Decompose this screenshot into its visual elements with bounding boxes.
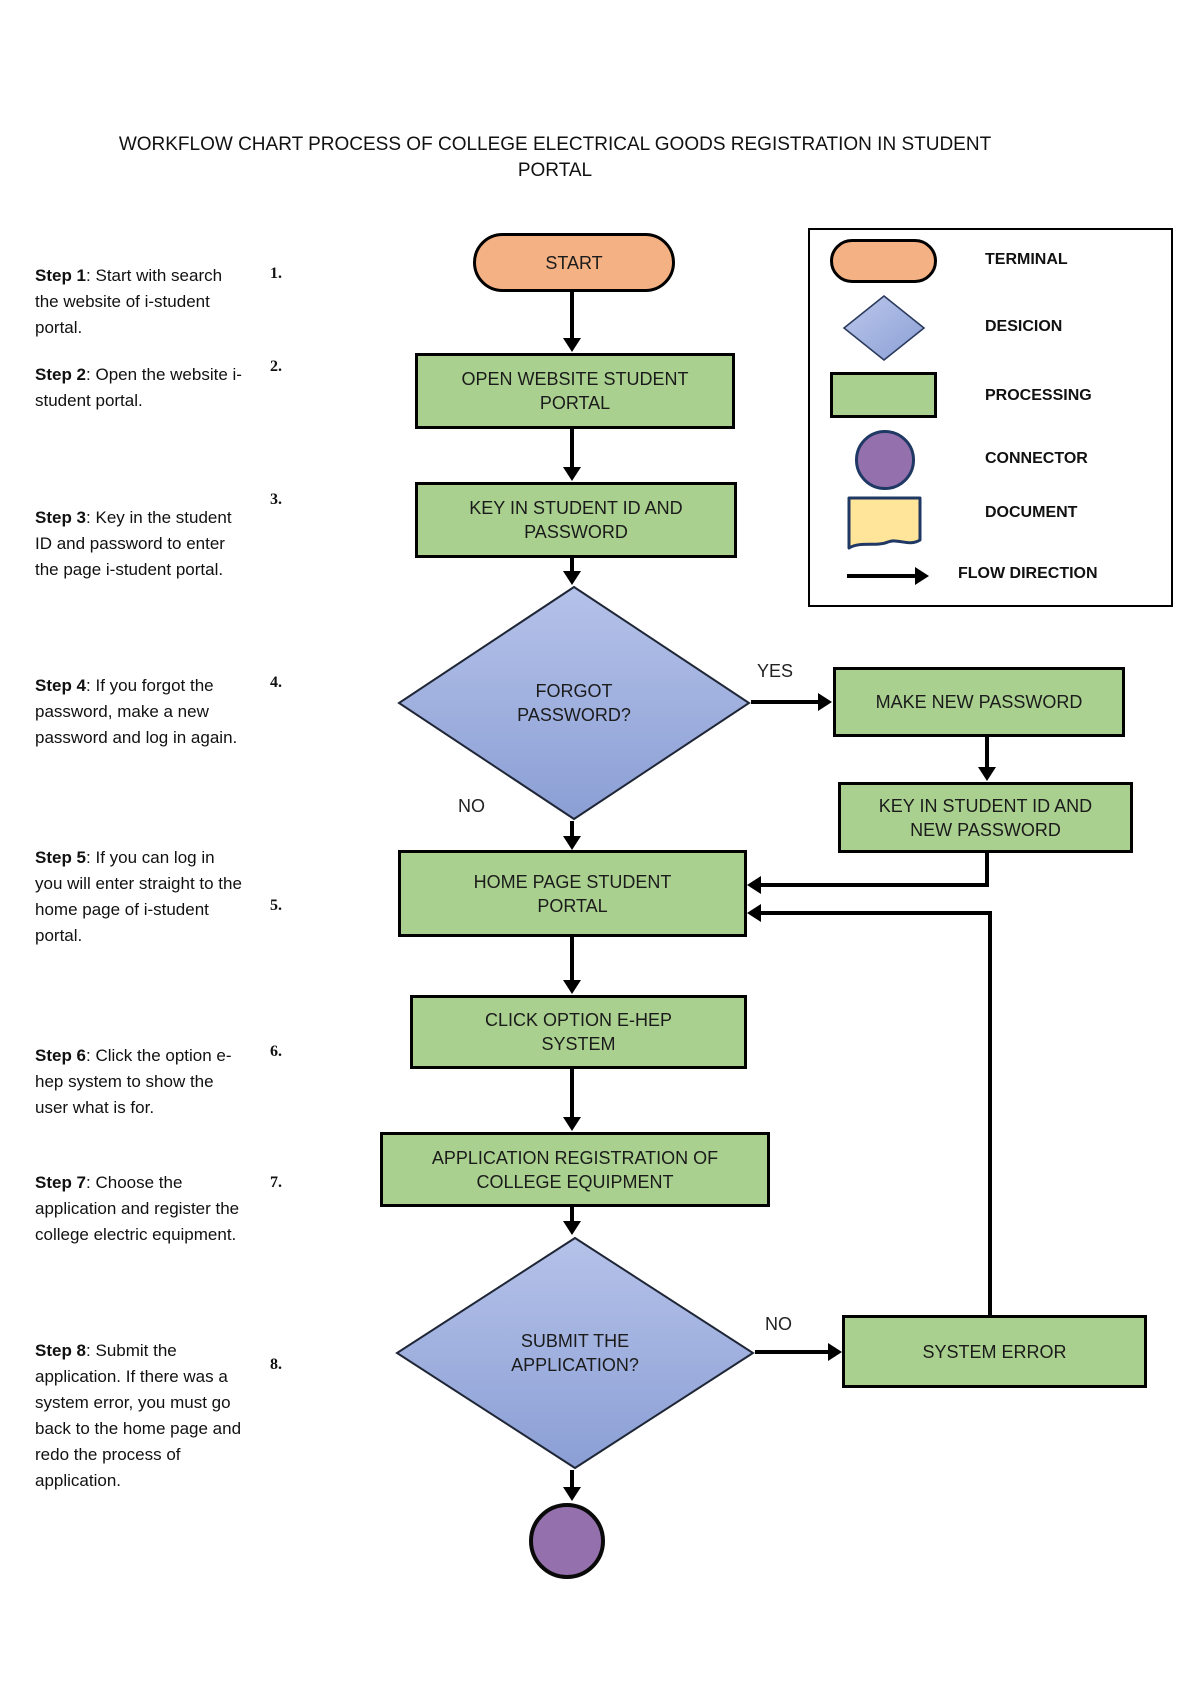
arrow-open-keyin <box>570 429 574 469</box>
process-make-new-password: MAKE NEW PASSWORD <box>833 667 1125 737</box>
arrow-syserror-elbow-v <box>988 911 992 1315</box>
arrow-make-keynew <box>985 737 989 769</box>
terminal-start: START <box>473 233 675 292</box>
arrowhead-appreg-decision2 <box>563 1221 581 1235</box>
process-click-ehep: CLICK OPTION E-HEP SYSTEM <box>410 995 747 1069</box>
step-1-label: Step 1 <box>35 266 87 285</box>
decision-forgot-password-label: FORGOT PASSWORD? <box>517 681 631 725</box>
step-6-label: Step 6 <box>35 1046 87 1065</box>
step-4-label: Step 4 <box>35 676 87 695</box>
arrow-no1 <box>570 821 574 838</box>
arrowhead-click-appreg <box>563 1117 581 1131</box>
arrow-decision2-connector <box>570 1470 574 1489</box>
arrow-no2 <box>755 1350 829 1354</box>
arrowhead-no1 <box>563 836 581 850</box>
arrowhead-make-keynew <box>978 767 996 781</box>
legend-flow-arrowhead <box>915 567 929 585</box>
legend-decision-shape <box>842 294 926 362</box>
legend-connector-label: CONNECTOR <box>985 450 1088 467</box>
step-3-label: Step 3 <box>35 508 87 527</box>
step-5-text: Step 5: If you can log in you will enter… <box>35 848 242 945</box>
list-number-4: 4. <box>270 674 282 691</box>
arrow-keyin-decision1 <box>570 558 574 573</box>
arrow-keynew-elbow-v <box>985 853 989 887</box>
step-3-text: Step 3: Key in the student ID and passwo… <box>35 508 232 579</box>
step-8-label: Step 8 <box>35 1341 87 1360</box>
arrowhead-decision2-connector <box>563 1487 581 1501</box>
process-open-website: OPEN WEBSITE STUDENT PORTAL <box>415 353 735 429</box>
list-number-6: 6. <box>270 1043 282 1060</box>
legend-terminal-shape <box>830 239 937 283</box>
list-number-7: 7. <box>270 1174 282 1191</box>
arrowhead-open-keyin <box>563 467 581 481</box>
decision-submit-application-shape <box>395 1236 755 1470</box>
edge-label-no-1: NO <box>458 796 485 816</box>
arrow-start-open <box>570 292 574 338</box>
arrow-yes <box>751 700 820 704</box>
connector-end <box>529 1503 605 1579</box>
legend-connector-shape <box>855 430 915 490</box>
legend-decision-label: DESICION <box>985 318 1063 335</box>
list-number-2: 2. <box>270 358 282 375</box>
arrowhead-no2 <box>828 1343 842 1361</box>
decision-forgot-password-shape <box>397 585 751 821</box>
list-number-3: 3. <box>270 491 282 508</box>
arrowhead-start-open <box>563 338 581 352</box>
legend-processing-label: PROCESSING <box>985 387 1092 404</box>
step-5-label: Step 5 <box>35 848 87 867</box>
arrowhead-syserror-home <box>747 904 761 922</box>
step-7-text: Step 7: Choose the application and regis… <box>35 1173 240 1244</box>
arrowhead-keynew-home <box>747 876 761 894</box>
list-number-1: 1. <box>270 265 282 282</box>
legend-flow-arrow <box>847 574 917 578</box>
step-6-text: Step 6: Click the option e-hep system to… <box>35 1046 232 1117</box>
step-7-label: Step 7 <box>35 1173 87 1192</box>
arrow-appreg-decision2 <box>570 1207 574 1223</box>
step-8-text: Step 8: Submit the application. If there… <box>35 1341 242 1490</box>
edge-label-yes: YES <box>757 661 794 681</box>
list-number-8: 8. <box>270 1356 282 1373</box>
page-title: WORKFLOW CHART PROCESS OF COLLEGE ELECTR… <box>118 134 992 181</box>
process-home-page: HOME PAGE STUDENT PORTAL <box>398 850 747 937</box>
legend-terminal-label: TERMINAL <box>985 251 1068 268</box>
step-1-text: Step 1: Start with search the website of… <box>35 266 223 337</box>
process-application-registration: APPLICATION REGISTRATION OF COLLEGE EQUI… <box>380 1132 770 1207</box>
arrowhead-home-click <box>563 980 581 994</box>
arrow-click-appreg <box>570 1069 574 1119</box>
legend-document-label: DOCUMENT <box>985 504 1078 521</box>
process-system-error: SYSTEM ERROR <box>842 1315 1147 1388</box>
arrow-syserror-elbow-h <box>760 911 992 915</box>
arrowhead-yes <box>818 693 832 711</box>
arrowhead-keyin-decision1 <box>563 571 581 585</box>
arrow-home-click <box>570 937 574 982</box>
legend-flow-direction-label: FLOW DIRECTION <box>958 565 1098 582</box>
edge-label-no-2: NO <box>765 1314 792 1334</box>
list-number-5: 5. <box>270 897 282 914</box>
legend-document-shape <box>847 496 922 550</box>
decision-submit-application-label: SUBMIT THE APPLICATION? <box>511 1331 639 1375</box>
arrow-keynew-elbow-h <box>760 883 989 887</box>
process-key-in-new-password: KEY IN STUDENT ID AND NEW PASSWORD <box>838 782 1133 853</box>
legend-processing-shape <box>830 372 937 418</box>
step-2-text: Step 2: Open the website i-student porta… <box>35 365 242 410</box>
step-2-label: Step 2 <box>35 365 87 384</box>
process-key-in: KEY IN STUDENT ID AND PASSWORD <box>415 482 737 558</box>
step-4-text: Step 4: If you forgot the password, make… <box>35 676 238 747</box>
